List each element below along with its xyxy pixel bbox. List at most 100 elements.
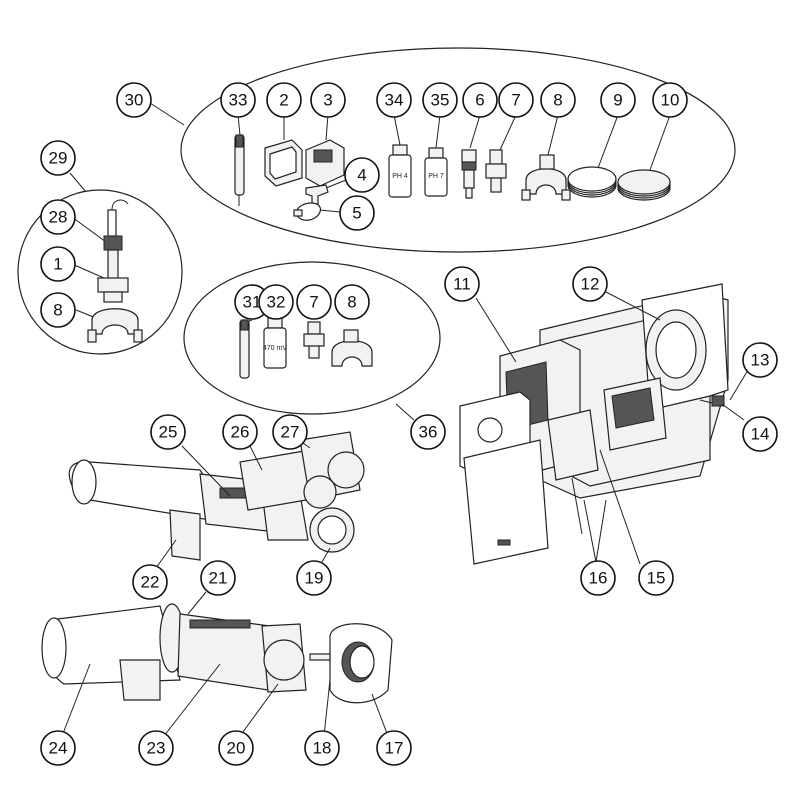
part-5-hose-loop [293,202,341,221]
leader-24 [61,663,91,737]
svg-text:2: 2 [279,91,288,110]
svg-text:5: 5 [352,204,361,223]
part-4-tee-fitting [305,179,347,205]
callout-21: 21 [200,560,236,596]
orp-label: 470 mV [263,345,287,352]
svg-text:16: 16 [589,569,608,588]
part-34-ph4-vial: PH 4 [388,114,412,198]
part-33-probe [234,114,245,206]
callout-5: 5 [339,195,375,231]
svg-text:9: 9 [613,91,622,110]
callout-2: 2 [266,82,302,118]
callout-27: 27 [272,414,308,450]
callout-26: 26 [222,414,258,450]
svg-text:28: 28 [49,208,68,227]
callout-22: 22 [132,564,168,600]
part-8-pipe-clamp [521,114,571,201]
leader-14 [721,403,745,421]
callout-13: 13 [742,342,778,378]
leader-21 [187,591,207,615]
svg-text:1: 1 [53,255,62,274]
callout-3: 3 [310,82,346,118]
callout-29: 29 [40,140,76,176]
svg-text:27: 27 [281,423,300,442]
part-8-clamp-assembly [75,308,143,343]
leader-20 [239,683,279,737]
callout-10: 10 [652,82,688,118]
svg-text:17: 17 [385,739,404,758]
cell-assembly-upper [68,431,365,561]
callout-7: 7 [498,82,534,118]
svg-text:34: 34 [385,91,404,110]
callout-17: 17 [376,730,412,766]
callout-28: 28 [40,199,76,235]
callout-11: 11 [444,266,480,302]
svg-text:30: 30 [125,91,144,110]
svg-text:35: 35 [431,91,450,110]
leader-13 [729,369,749,401]
callout-9: 9 [600,82,636,118]
part-28-sensor-cable [71,199,129,251]
svg-text:10: 10 [661,91,680,110]
svg-text:33: 33 [229,91,248,110]
svg-text:22: 22 [141,573,160,592]
svg-text:31: 31 [243,293,262,312]
svg-text:18: 18 [313,739,332,758]
part-35-ph7-vial: PH 7 [424,114,448,197]
svg-text:15: 15 [647,569,666,588]
leader-18 [323,679,331,737]
part-2-housing [264,115,303,187]
svg-text:25: 25 [159,423,178,442]
callout-8-b: 8 [40,292,76,328]
callout-8-c: 8 [334,284,370,320]
callout-7-b: 7 [296,284,332,320]
part-1-electrode-holder [71,249,129,303]
callout-1: 1 [40,246,76,282]
svg-text:8: 8 [347,293,356,312]
part-32-orp-vial: 470 mV [263,317,287,369]
leader-15 [599,449,641,565]
svg-text:3: 3 [323,91,332,110]
callout-14: 14 [742,416,778,452]
leader-12 [605,291,661,321]
svg-text:7: 7 [511,91,520,110]
part-8-clamp-b [331,329,373,367]
part-10-cable-coil [617,114,671,201]
leader-25 [181,445,231,497]
leader-16b [595,499,607,563]
callout-4: 4 [344,157,380,193]
leader-19 [321,547,331,563]
svg-text:6: 6 [475,91,484,110]
callout-33: 33 [220,82,256,118]
leader-11 [475,297,517,363]
leader-26 [249,445,263,471]
callout-15: 15 [638,560,674,596]
part-6-connector [461,114,481,199]
callout-34: 34 [376,82,412,118]
svg-text:21: 21 [209,569,228,588]
part-9-tubing-coil [567,114,619,198]
leader-30 [149,102,185,126]
svg-text:20: 20 [227,739,246,758]
callout-23: 23 [138,730,174,766]
svg-text:8: 8 [553,91,562,110]
callout-6: 6 [462,82,498,118]
control-box-assembly [459,283,729,565]
svg-text:8: 8 [53,301,62,320]
cell-assembly-lower [41,603,393,704]
callout-30: 30 [116,82,152,118]
part-7-fitting [485,114,517,193]
callout-16: 16 [580,560,616,596]
leader-16a [583,499,597,563]
callout-12: 12 [572,266,608,302]
leader-17 [371,693,389,737]
leader-22 [155,539,177,569]
leader-36 [395,403,415,421]
svg-text:36: 36 [419,423,438,442]
callout-32: 32 [258,284,294,320]
callout-18: 18 [304,730,340,766]
callout-20: 20 [218,730,254,766]
svg-text:24: 24 [49,739,68,758]
group-29-outline [17,189,183,355]
svg-text:32: 32 [267,293,286,312]
